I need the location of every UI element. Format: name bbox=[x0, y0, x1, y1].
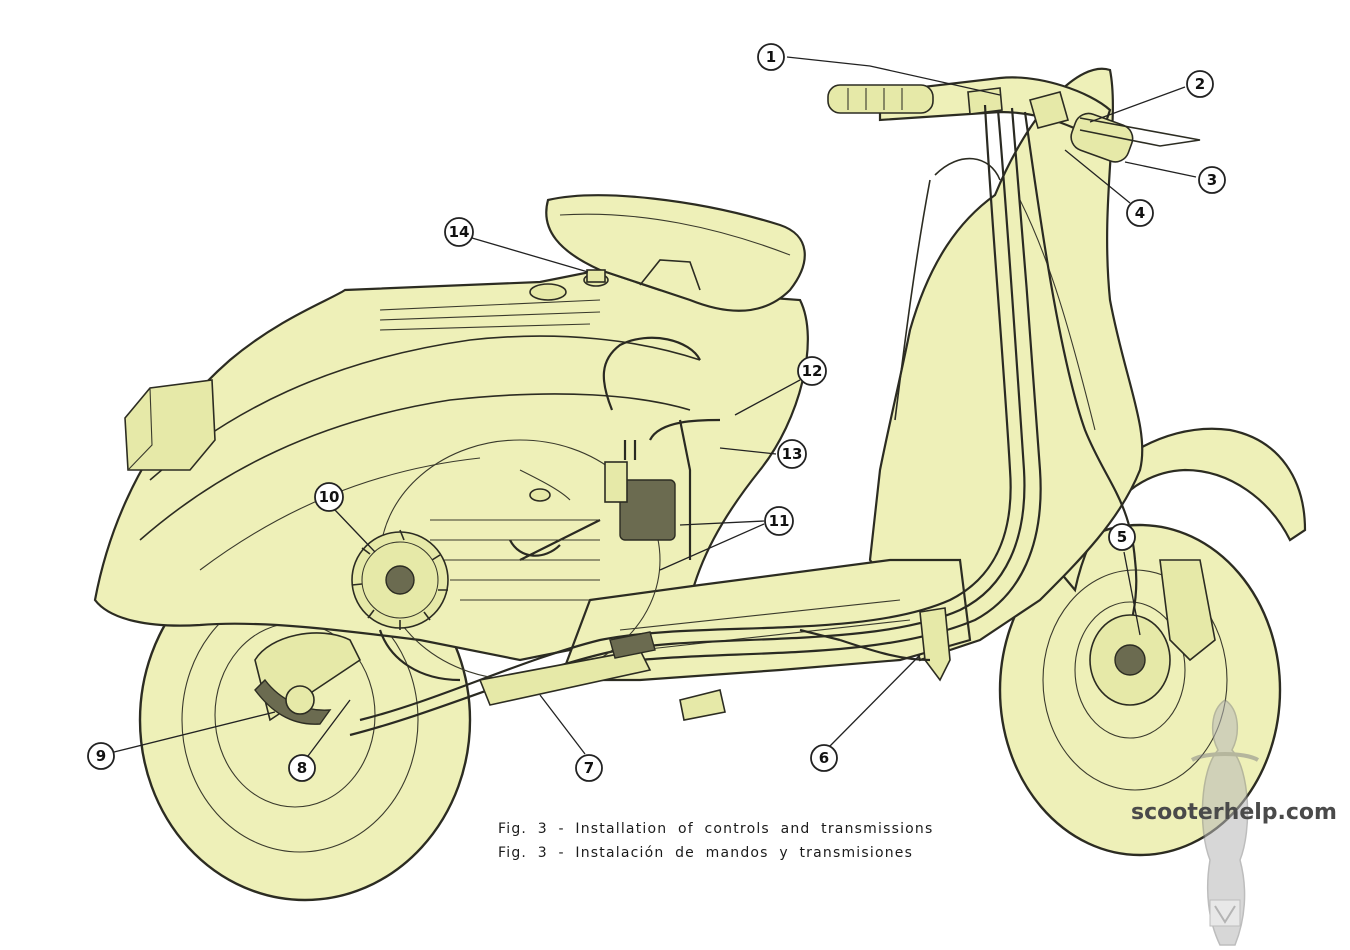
carburettor bbox=[604, 440, 676, 541]
brake-pedal bbox=[799, 607, 951, 682]
svg-text:14: 14 bbox=[449, 223, 470, 241]
callout-12 bbox=[797, 356, 827, 386]
callout-9 bbox=[87, 742, 115, 770]
svg-text:5: 5 bbox=[1117, 528, 1127, 546]
flywheel-gear bbox=[351, 529, 449, 630]
callout-6 bbox=[810, 744, 838, 772]
svg-text:9: 9 bbox=[96, 747, 106, 765]
svg-text:12: 12 bbox=[802, 362, 823, 380]
callout-14 bbox=[444, 217, 474, 247]
rear-body bbox=[93, 268, 809, 662]
svg-text:6: 6 bbox=[819, 749, 829, 767]
callout-2 bbox=[1186, 70, 1214, 98]
svg-text:3: 3 bbox=[1207, 171, 1217, 189]
callout-7 bbox=[575, 754, 603, 782]
svg-text:13: 13 bbox=[782, 445, 803, 463]
callout-4 bbox=[1126, 199, 1154, 227]
callout-1 bbox=[757, 43, 785, 71]
figure-caption-spanish: Fig. 3 - Instalación de mandos y transmi… bbox=[498, 845, 914, 861]
svg-text:10: 10 bbox=[319, 488, 340, 506]
rear-brake bbox=[254, 632, 362, 725]
watermark-text: scooterhelp.com bbox=[1131, 800, 1337, 825]
svg-text:11: 11 bbox=[769, 512, 790, 530]
callout-11 bbox=[764, 506, 794, 536]
handlebar bbox=[827, 76, 1201, 163]
figure-caption-english: Fig. 3 - Installation of controls and tr… bbox=[498, 821, 934, 837]
svg-text:1: 1 bbox=[766, 48, 776, 66]
vespa-logo-icon bbox=[1190, 699, 1260, 946]
callout-5 bbox=[1108, 523, 1136, 551]
callout-10 bbox=[314, 482, 344, 512]
callout-3 bbox=[1198, 166, 1226, 194]
tail-light bbox=[124, 379, 216, 471]
svg-text:2: 2 bbox=[1195, 75, 1205, 93]
callout-13 bbox=[777, 439, 807, 469]
svg-text:8: 8 bbox=[297, 759, 307, 777]
svg-text:4: 4 bbox=[1135, 204, 1145, 222]
callouts: 1 2 3 4 5 6 7 8 9 10 bbox=[87, 43, 1226, 782]
svg-text:7: 7 bbox=[584, 759, 594, 777]
leg-shield bbox=[868, 67, 1144, 662]
gear-change-rod bbox=[478, 631, 656, 706]
fuel-cap bbox=[529, 269, 609, 301]
callout-8 bbox=[288, 754, 316, 782]
seat bbox=[545, 194, 806, 312]
left-grip bbox=[827, 84, 934, 114]
front-brake bbox=[1089, 559, 1216, 706]
